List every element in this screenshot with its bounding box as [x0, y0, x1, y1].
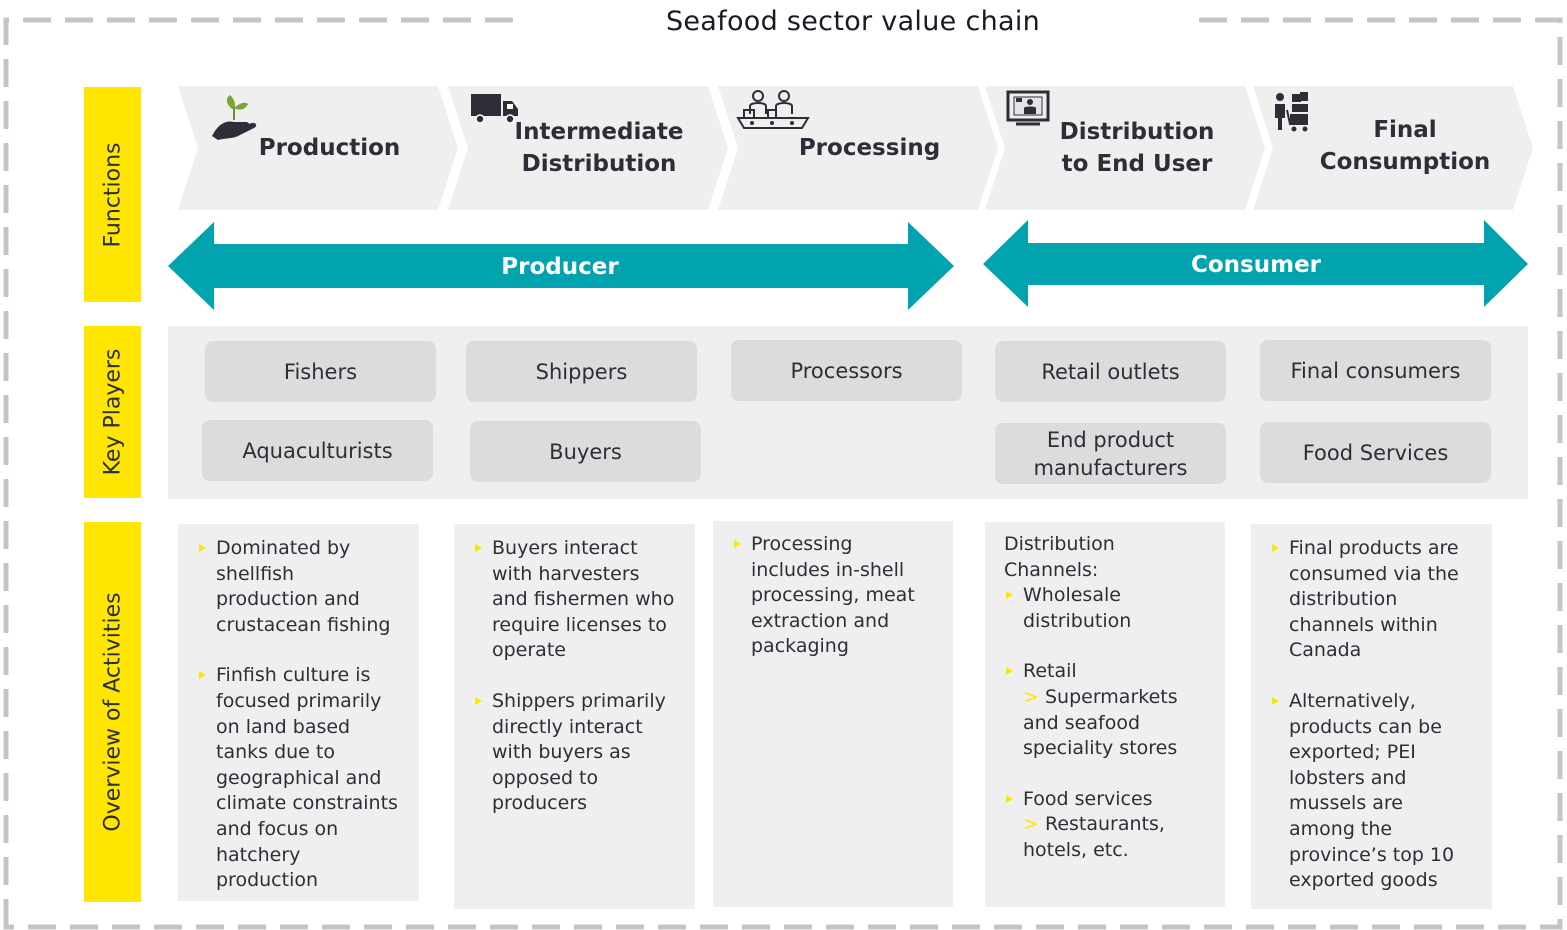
player-fishers: Fishers: [205, 341, 436, 402]
diagram-title: Seafood sector value chain: [520, 4, 1186, 40]
chevron-intermediate: [448, 86, 728, 210]
function-final-consumption: Final Consumption: [1300, 114, 1510, 178]
activity-production: Dominated by shellfish production and cr…: [178, 524, 419, 901]
activity-distribution-retail-sub-text: Supermarkets and seafood speciality stor…: [1023, 685, 1178, 760]
row-label-functions: Functions: [84, 87, 141, 302]
chevron-production: [178, 86, 458, 210]
row-label-overview-text: Overview of Activities: [100, 592, 125, 832]
activity-production-item: Finfish culture is focused primarily on …: [197, 663, 401, 893]
activity-distribution-wholesale: Wholesale distribution: [1004, 583, 1207, 634]
row-label-key-players: Key Players: [84, 326, 141, 498]
player-food-services: Food Services: [1260, 422, 1491, 483]
player-buyers: Buyers: [470, 421, 701, 482]
function-consumption-line1: Final: [1373, 117, 1437, 143]
activity-distribution-food-sub-text: Restaurants, hotels, etc.: [1023, 813, 1165, 861]
consumer-arrow: [983, 220, 1528, 307]
chevron-distribution: [985, 86, 1265, 210]
function-intermediate-distribution: Intermediate Distribution: [498, 116, 700, 180]
truck-icon: [471, 94, 518, 124]
row-label-key-players-text: Key Players: [100, 348, 125, 476]
function-distribution-line2: to End User: [1061, 151, 1213, 177]
function-distribution-to-end-user: Distribution to End User: [1036, 116, 1238, 180]
workers-conveyor-icon: [736, 90, 810, 129]
function-production: Production: [232, 132, 427, 164]
activity-intermediate: Buyers interact with harvesters and fish…: [454, 524, 695, 909]
monitor-shop-icon: [1006, 90, 1050, 126]
player-aquaculturists: Aquaculturists: [202, 420, 433, 481]
row-label-overview: Overview of Activities: [84, 522, 141, 902]
function-consumption-line2: Consumption: [1319, 149, 1491, 175]
player-final-consumers: Final consumers: [1260, 340, 1491, 401]
activity-distribution-food: Food services > Restaurants, hotels, etc…: [1004, 787, 1207, 864]
sub-item-marker: >: [1023, 685, 1039, 708]
function-distribution-line1: Distribution: [1059, 119, 1215, 145]
function-production-line1: Production: [258, 135, 401, 161]
activity-distribution-retail-label: Retail: [1023, 660, 1077, 683]
activity-distribution: Distribution Channels: Wholesale distrib…: [985, 522, 1225, 907]
activity-intermediate-item: Shippers primarily directly interact wit…: [473, 689, 677, 817]
person-cart-icon: [1275, 92, 1308, 132]
player-end-product-manufacturers: End product manufacturers: [995, 423, 1226, 484]
function-intermediate-line1: Intermediate: [514, 119, 684, 145]
activity-processing-item: Processing includes in-shell processing,…: [732, 532, 935, 660]
activity-distribution-food-sub: > Restaurants, hotels, etc.: [1023, 812, 1207, 863]
plant-hand-icon: [212, 95, 257, 140]
function-processing-line1: Processing: [798, 135, 941, 161]
activity-distribution-retail-sub: > Supermarkets and seafood speciality st…: [1023, 685, 1207, 762]
producer-label: Producer: [501, 254, 619, 280]
activity-distribution-retail: Retail > Supermarkets and seafood specia…: [1004, 659, 1207, 761]
sub-item-marker: >: [1023, 813, 1039, 836]
activity-production-item: Dominated by shellfish production and cr…: [197, 536, 401, 638]
activity-consumption: Final products are consumed via the dist…: [1251, 524, 1492, 909]
activity-processing: Processing includes in-shell processing,…: [713, 521, 953, 907]
function-intermediate-line2: Distribution: [521, 151, 677, 177]
producer-arrow: [168, 222, 954, 310]
role-arrows: [168, 220, 1528, 310]
activity-distribution-food-label: Food services: [1023, 787, 1153, 810]
chevron-consumption: [1253, 86, 1533, 210]
activity-intermediate-item: Buyers interact with harvesters and fish…: [473, 536, 677, 664]
consumer-label: Consumer: [1190, 252, 1322, 278]
activity-distribution-intro: Distribution Channels:: [1004, 533, 1115, 581]
function-processing: Processing: [772, 132, 967, 164]
player-retail-outlets: Retail outlets: [995, 341, 1226, 402]
activity-consumption-item: Alternatively, products can be exported;…: [1270, 689, 1474, 894]
player-processors: Processors: [731, 340, 962, 401]
activity-consumption-item: Final products are consumed via the dist…: [1270, 536, 1474, 664]
player-shippers: Shippers: [466, 341, 697, 402]
